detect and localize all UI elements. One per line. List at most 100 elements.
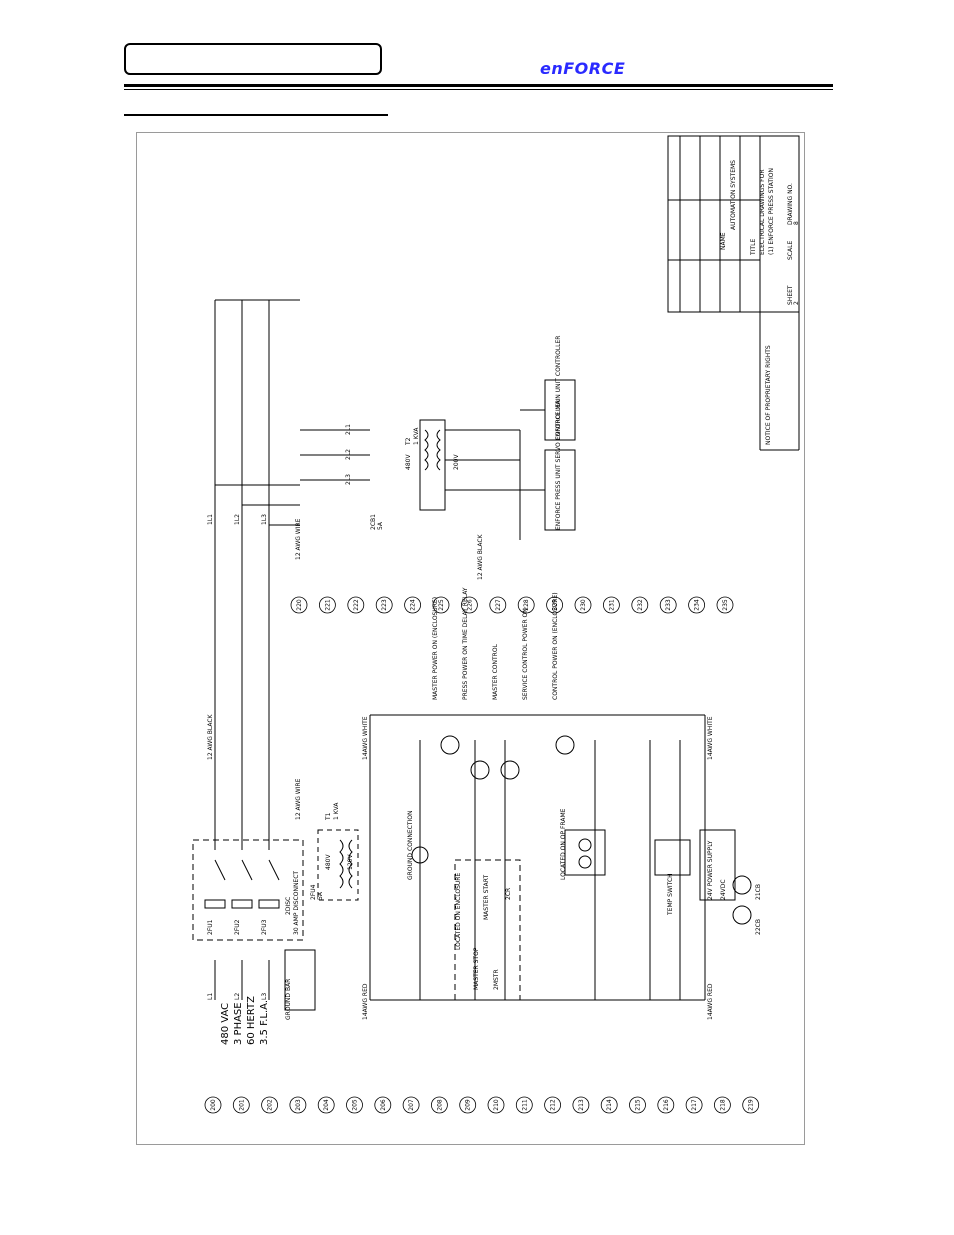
temp-switch-fan (654, 839, 691, 876)
rung-marker-right (603, 596, 620, 614)
op-frame-receptacle (564, 829, 606, 876)
header-rule-thin (124, 89, 833, 90)
servo-controller-label: ENFORCE PRESS UNIT SERVO CONTROLLER (555, 400, 562, 530)
disconnect-desc: 30 AMP DISCONNECT (293, 871, 300, 935)
white-wire-label-2: 14AWG WHITE (707, 716, 714, 760)
rung-number-left: 202 (267, 1099, 274, 1111)
disconnect-enclosure (192, 839, 304, 941)
rung-number-right: 233 (665, 599, 672, 611)
rung-marker-left (289, 1096, 307, 1114)
awg-wire-label: 12 AWG WIRE (295, 778, 302, 820)
brand-logo: enFORCE (540, 59, 626, 78)
black-wire-label-2: 12 AWG BLACK (477, 533, 484, 580)
frame-label: LOCATED ON OP FRAME (560, 808, 567, 880)
line-label-1l3: 1L3 (261, 514, 268, 525)
supply-line-1: 480 VAC (220, 1003, 231, 1045)
fuse-2fu2 (231, 899, 253, 909)
t2-circuit-1: 2L1 (345, 424, 352, 435)
rung-marker-right (432, 596, 450, 614)
t1-fuse-rating: 5A (317, 891, 324, 900)
rung-marker-left (374, 1096, 392, 1114)
ground-bar-label: GROUND BAR (285, 979, 292, 1020)
supply-line-2: 3 PHASE (233, 1002, 244, 1045)
phase-label-l3: L3 (261, 993, 268, 1000)
rung-marker-left (515, 1096, 533, 1114)
rung-number-left: 204 (323, 1099, 330, 1111)
rung-marker-right (631, 596, 649, 614)
rung-number-right: 223 (381, 599, 388, 611)
rung-marker-right (460, 596, 478, 614)
rung-marker-left (317, 1096, 335, 1114)
t2-fuse: 2CB1 (370, 514, 377, 530)
rung-marker-right (716, 596, 734, 614)
rung-number-right: 222 (353, 599, 360, 611)
scale-label: SCALE (787, 241, 794, 260)
name-label: NAME (720, 232, 727, 250)
ground-connection-light (411, 846, 429, 864)
awg-wire-label-2: 12 AWG WIRE (295, 518, 302, 560)
rung-number-left: 216 (663, 1099, 670, 1111)
rung-number-right: 234 (694, 599, 701, 611)
rung-number-right: 231 (608, 599, 615, 611)
rung-number-left: 201 (238, 1099, 245, 1111)
rung-marker-left (261, 1096, 279, 1114)
rung-marker-right (517, 596, 535, 614)
rung-marker-left (232, 1096, 250, 1114)
rung-marker-right (347, 596, 365, 614)
rung-number-left: 212 (550, 1099, 557, 1111)
t2-circuit-3: 2L3 (345, 474, 352, 485)
rung-number-right: 228 (523, 599, 530, 611)
ground-bar (284, 949, 316, 1011)
master-control-label: MASTER CONTROL (492, 643, 499, 700)
t2-primary: 480V (405, 454, 412, 470)
sheet-label: SHEET (787, 285, 794, 305)
fuse-2fu3 (258, 899, 280, 909)
supply-text-block: 480 VAC 3 PHASE 60 HERTZ 3.5 F.L.A. (220, 996, 270, 1045)
rung-marker-right (659, 596, 677, 614)
rung-marker-left (600, 1096, 618, 1114)
ground-connection-label: GROUND CONNECTION (407, 811, 414, 880)
disconnect-label: 2DISC (285, 897, 292, 915)
drawing-label: DRAWING NO. (787, 183, 794, 225)
rung-marker-left (346, 1096, 363, 1114)
rung-number-right: 232 (637, 599, 644, 611)
section-underline (124, 114, 388, 116)
service-control-label: SERVICE CONTROL POWER ON (522, 608, 529, 700)
rung-number-left: 218 (719, 1099, 726, 1111)
rung-number-left: 219 (748, 1099, 755, 1111)
rung-marker-left (685, 1096, 703, 1114)
red-wire-label-2: 14AWG RED (707, 983, 714, 1020)
rung-number-left: 200 (210, 1099, 217, 1111)
t1-fuse: 2FU4 (310, 884, 317, 900)
enclosure-label: LOCATED ON ENCLOSURE (455, 873, 462, 950)
pilot-light-press (470, 760, 490, 780)
rung-marker-right (489, 596, 507, 614)
fuse-label-2: 2FU2 (234, 919, 241, 935)
rung-number-left: 206 (380, 1099, 387, 1111)
mstr-label: 2MSTR (493, 969, 500, 990)
rung-marker-left (544, 1096, 561, 1114)
press-power-label: PRESS POWER ON TIME DELAY RELAY (462, 587, 469, 700)
t1-secondary: 120V (347, 854, 354, 870)
t2-secondary: 200V (453, 454, 460, 470)
phase-label-l2: L2 (234, 993, 241, 1000)
master-power-label: MASTER POWER ON (ENCLOSURE) (432, 597, 439, 700)
t1-primary: 480V (325, 854, 332, 870)
dc-label: 24VDC (720, 879, 727, 900)
phase-label-l1: L1 (207, 993, 214, 1000)
rung-marker-left (402, 1096, 420, 1114)
fuse-label-3: 2FU3 (261, 919, 268, 935)
rung-marker-right (574, 596, 592, 614)
rung-number-left: 209 (465, 1099, 472, 1111)
rung-marker-right (318, 596, 336, 614)
rung-marker-left (459, 1096, 477, 1114)
rung-marker-right (290, 596, 308, 614)
rung-marker-left (629, 1096, 646, 1114)
fuse-2fu1 (204, 899, 226, 909)
supply-line-4: 3.5 F.L.A. (259, 1000, 270, 1045)
rung-marker-left (714, 1096, 731, 1114)
rung-number-right: 229 (552, 599, 559, 611)
